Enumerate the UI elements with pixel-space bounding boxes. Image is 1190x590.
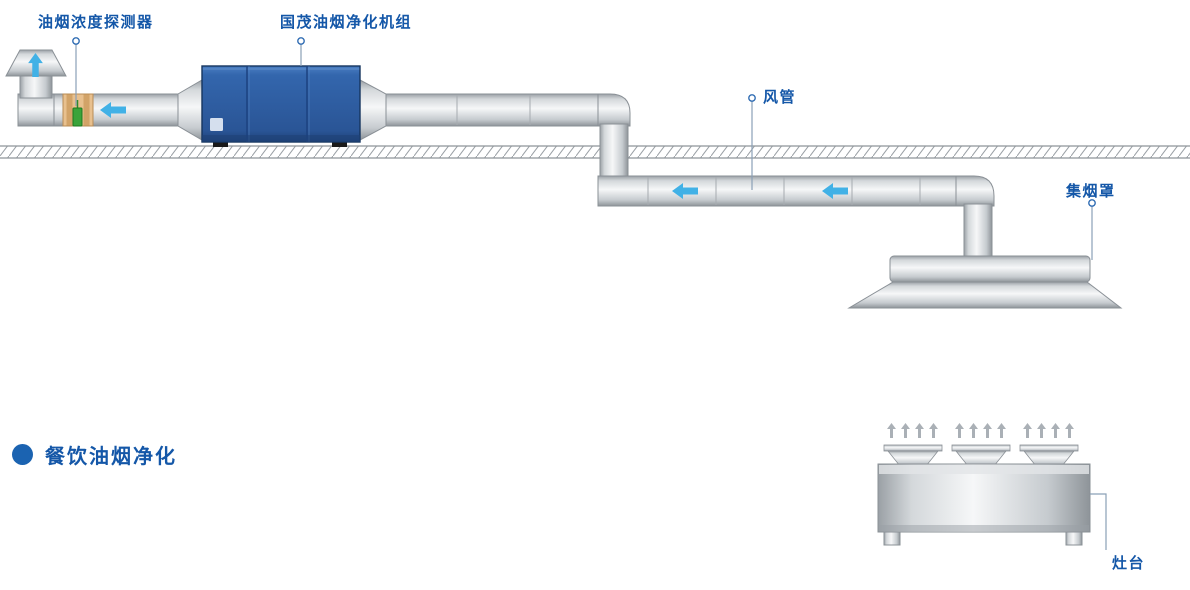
roof-slab xyxy=(0,145,1190,159)
purifier-base-strip xyxy=(202,135,360,142)
label-detector: 油烟浓度探测器 xyxy=(38,13,154,31)
roof-hatch xyxy=(0,146,1190,158)
duct-segment xyxy=(385,93,603,127)
steam-arrow-icon xyxy=(997,423,1006,438)
stove xyxy=(877,423,1091,546)
steam-arrow-icon xyxy=(887,423,896,438)
detector-duct-section xyxy=(53,93,181,127)
stove-foot-left xyxy=(883,531,901,546)
purifier-foot-left xyxy=(213,140,228,147)
leader-lines xyxy=(72,37,1107,550)
duct-leader-dot xyxy=(748,94,756,102)
label-duct: 风管 xyxy=(763,88,797,106)
stove-base-strip xyxy=(879,525,1089,531)
detector-band-stripe xyxy=(66,94,73,126)
steam-arrow-icon xyxy=(1037,423,1046,438)
duct-drop-to-hood xyxy=(963,203,993,259)
lower-duct-run xyxy=(597,175,995,259)
steam-arrow-icon xyxy=(915,423,924,438)
purifier-inlet-flare xyxy=(177,79,203,141)
stove-body xyxy=(877,463,1091,533)
exhaust-outlet xyxy=(5,49,67,127)
hood-skirt xyxy=(847,281,1123,309)
section-title: 餐饮油烟净化 xyxy=(45,444,177,468)
duct-elbow-down xyxy=(955,175,995,207)
purifier-logo-badge xyxy=(210,118,223,131)
burner-rim xyxy=(883,444,943,452)
stove-leader-line xyxy=(1090,493,1107,550)
section-legend: 餐饮油烟净化 xyxy=(12,440,177,469)
duct-riser xyxy=(599,123,629,178)
stove-foot-right xyxy=(1065,531,1083,546)
purifier-leader-dot xyxy=(297,37,305,45)
purifier-body xyxy=(201,65,361,143)
outlet-elbow xyxy=(17,93,55,127)
hood-leader-dot xyxy=(1088,199,1096,207)
hood-plenum xyxy=(889,255,1091,283)
collection-hood xyxy=(847,255,1123,309)
detector-leader-dot xyxy=(72,37,80,45)
detector-band-stripe xyxy=(83,94,90,126)
burner-rim xyxy=(1019,444,1079,452)
steam-arrow-icon xyxy=(1023,423,1032,438)
steam-arrow-icon xyxy=(1051,423,1060,438)
label-hood: 集烟罩 xyxy=(1066,182,1116,200)
steam-arrow-icon xyxy=(983,423,992,438)
steam-arrow-icon xyxy=(955,423,964,438)
burner-rim xyxy=(951,444,1011,452)
purifier-unit xyxy=(177,65,387,147)
upper-duct-run xyxy=(385,93,631,178)
steam-arrow-icon xyxy=(901,423,910,438)
legend-bullet-icon xyxy=(12,444,33,465)
steam-arrow-icon xyxy=(969,423,978,438)
steam-arrow-icon xyxy=(929,423,938,438)
steam-arrow-icon xyxy=(1065,423,1074,438)
outlet-stack xyxy=(19,73,53,99)
purifier-foot-right xyxy=(332,140,347,147)
detector-device xyxy=(72,107,83,127)
label-purifier: 国茂油烟净化机组 xyxy=(280,13,413,31)
label-stove: 灶台 xyxy=(1112,554,1146,572)
duct-segment xyxy=(597,175,959,207)
stove-top-band xyxy=(879,465,1089,474)
purifier-outlet-flare xyxy=(359,79,387,141)
duct-elbow-down xyxy=(597,93,631,127)
